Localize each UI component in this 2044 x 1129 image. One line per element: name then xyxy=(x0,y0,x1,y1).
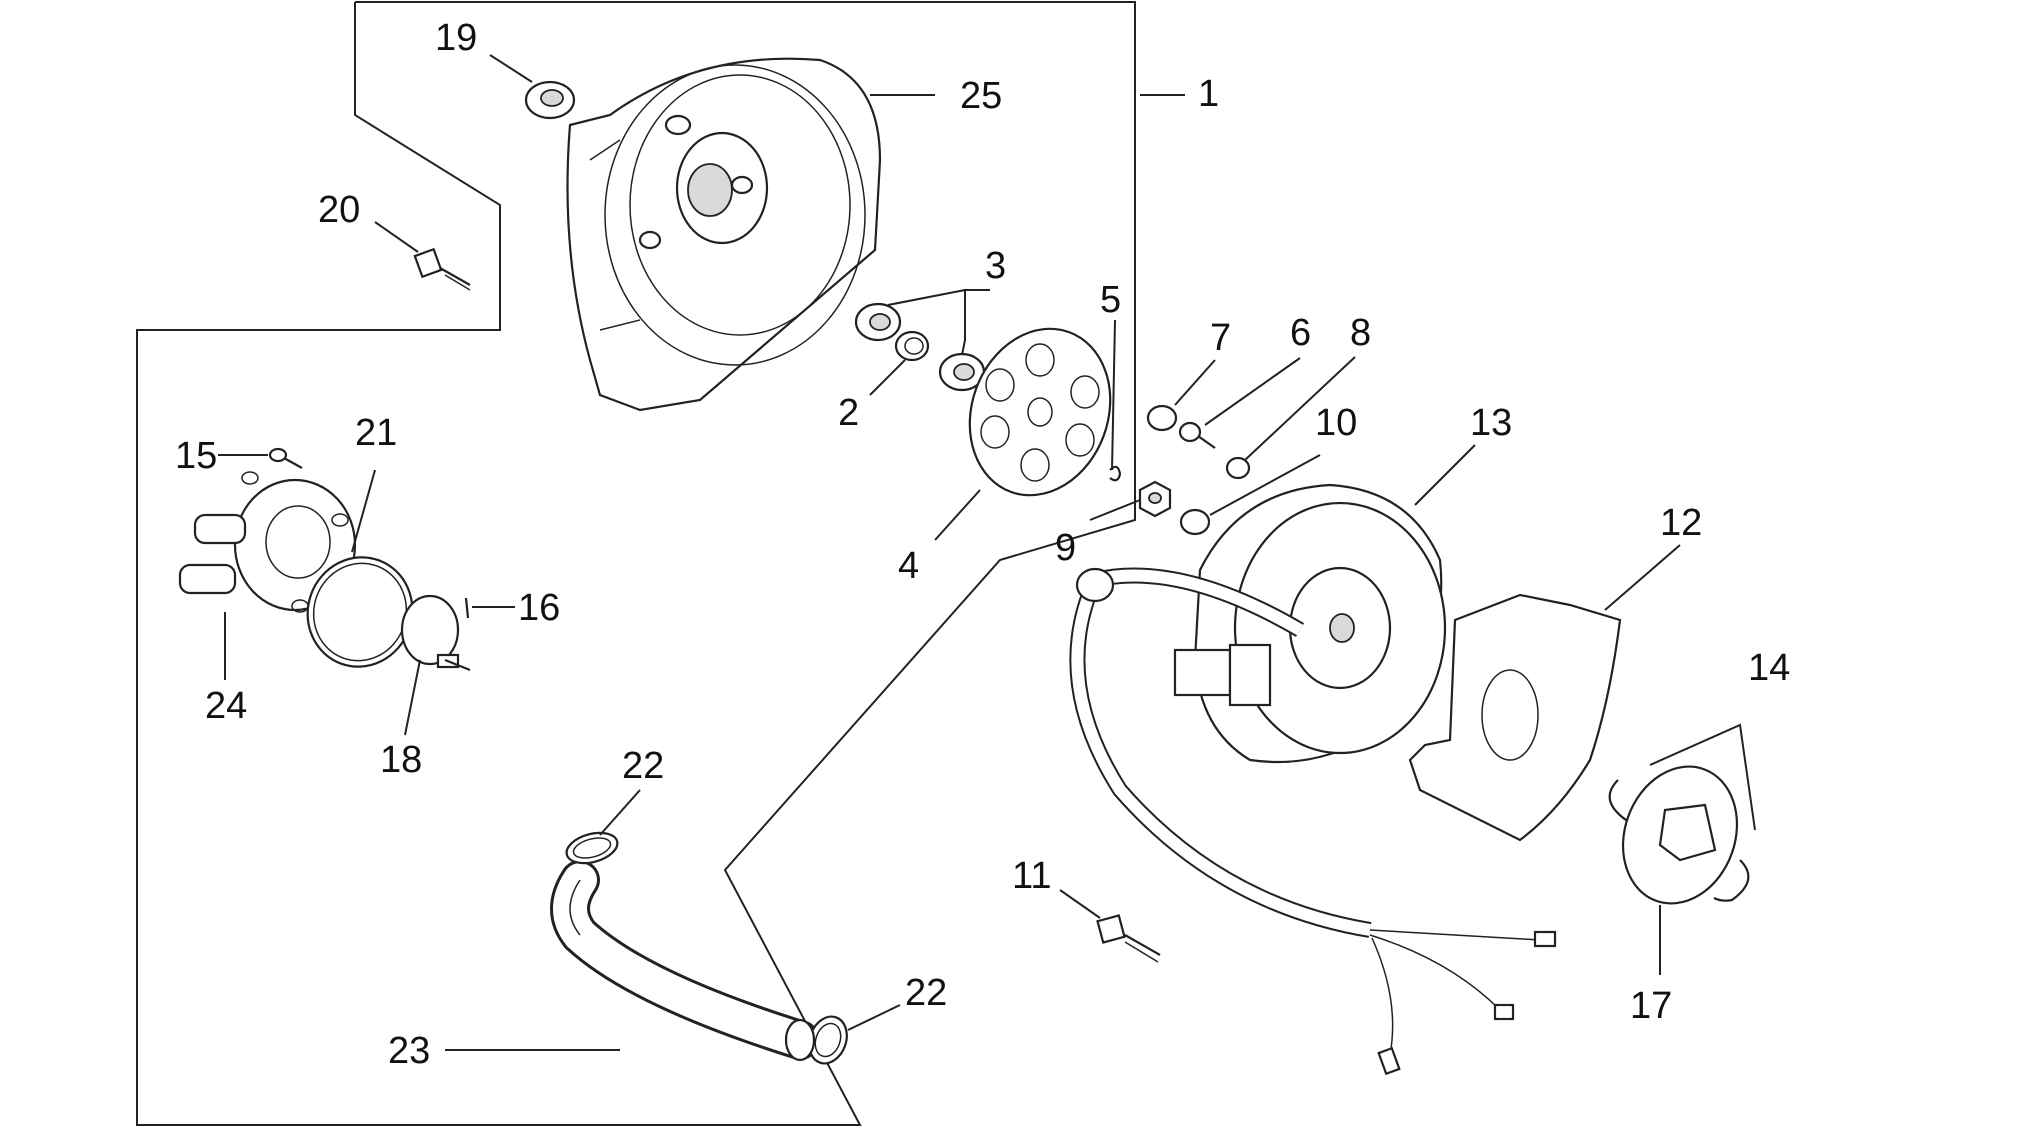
callout-22b: 22 xyxy=(905,972,947,1014)
circlip-14b xyxy=(1713,859,1750,902)
washer-7 xyxy=(1146,404,1178,432)
stator-flywheel xyxy=(1173,483,1447,764)
callout-17: 17 xyxy=(1630,985,1672,1027)
washer-8 xyxy=(1225,456,1251,480)
hose-clamp-b xyxy=(784,1015,848,1065)
callout-23: 23 xyxy=(388,1030,430,1072)
bolt-20 xyxy=(413,247,471,291)
callout-18: 18 xyxy=(380,739,422,781)
nut-9 xyxy=(1138,480,1172,518)
callout-19: 19 xyxy=(435,17,477,59)
rotor-hub xyxy=(1621,765,1739,905)
bearing-3a xyxy=(854,302,902,342)
pump-impeller xyxy=(400,594,471,672)
callout-25: 25 xyxy=(960,75,1002,117)
callout-6: 6 xyxy=(1290,312,1311,354)
pin-16 xyxy=(464,597,470,619)
callout-9: 9 xyxy=(1055,527,1076,569)
callout-21: 21 xyxy=(355,412,397,454)
oil-seal xyxy=(524,80,576,120)
callout-7: 7 xyxy=(1210,317,1231,359)
callout-8: 8 xyxy=(1350,312,1371,354)
hose-clamp-a xyxy=(565,831,619,865)
bolt-11 xyxy=(1096,914,1161,963)
callout-15: 15 xyxy=(175,435,217,477)
callout-13: 13 xyxy=(1470,402,1512,444)
callout-22a: 22 xyxy=(622,745,664,787)
callout-1: 1 xyxy=(1198,73,1219,115)
circlip-5 xyxy=(1109,465,1122,482)
callout-24: 24 xyxy=(205,685,247,727)
callout-11: 11 xyxy=(1012,855,1051,897)
impeller-disc xyxy=(968,327,1112,497)
cover-housing xyxy=(566,57,882,412)
screw-15 xyxy=(268,447,303,469)
coolant-hose xyxy=(550,860,820,1060)
callout-20: 20 xyxy=(318,189,360,231)
washer-10 xyxy=(1179,508,1211,536)
wire-harness xyxy=(1069,567,1557,1076)
leader-lines xyxy=(218,54,1756,1051)
callout-5: 5 xyxy=(1100,279,1121,321)
callout-10: 10 xyxy=(1315,402,1357,444)
callout-4: 4 xyxy=(898,545,919,587)
spacer-2 xyxy=(894,330,930,362)
callout-labels: 1 2 3 4 5 6 7 8 9 10 11 12 13 14 15 16 1… xyxy=(175,17,1790,1072)
callout-16: 16 xyxy=(518,587,560,629)
callout-3: 3 xyxy=(985,245,1006,287)
assembly-boundary xyxy=(136,1,1136,1126)
callout-2: 2 xyxy=(838,392,859,434)
callout-14: 14 xyxy=(1748,647,1790,689)
bearing-3b xyxy=(938,352,986,392)
callout-12: 12 xyxy=(1660,502,1702,544)
stud-6 xyxy=(1178,421,1216,449)
stator-plate xyxy=(1408,593,1622,842)
